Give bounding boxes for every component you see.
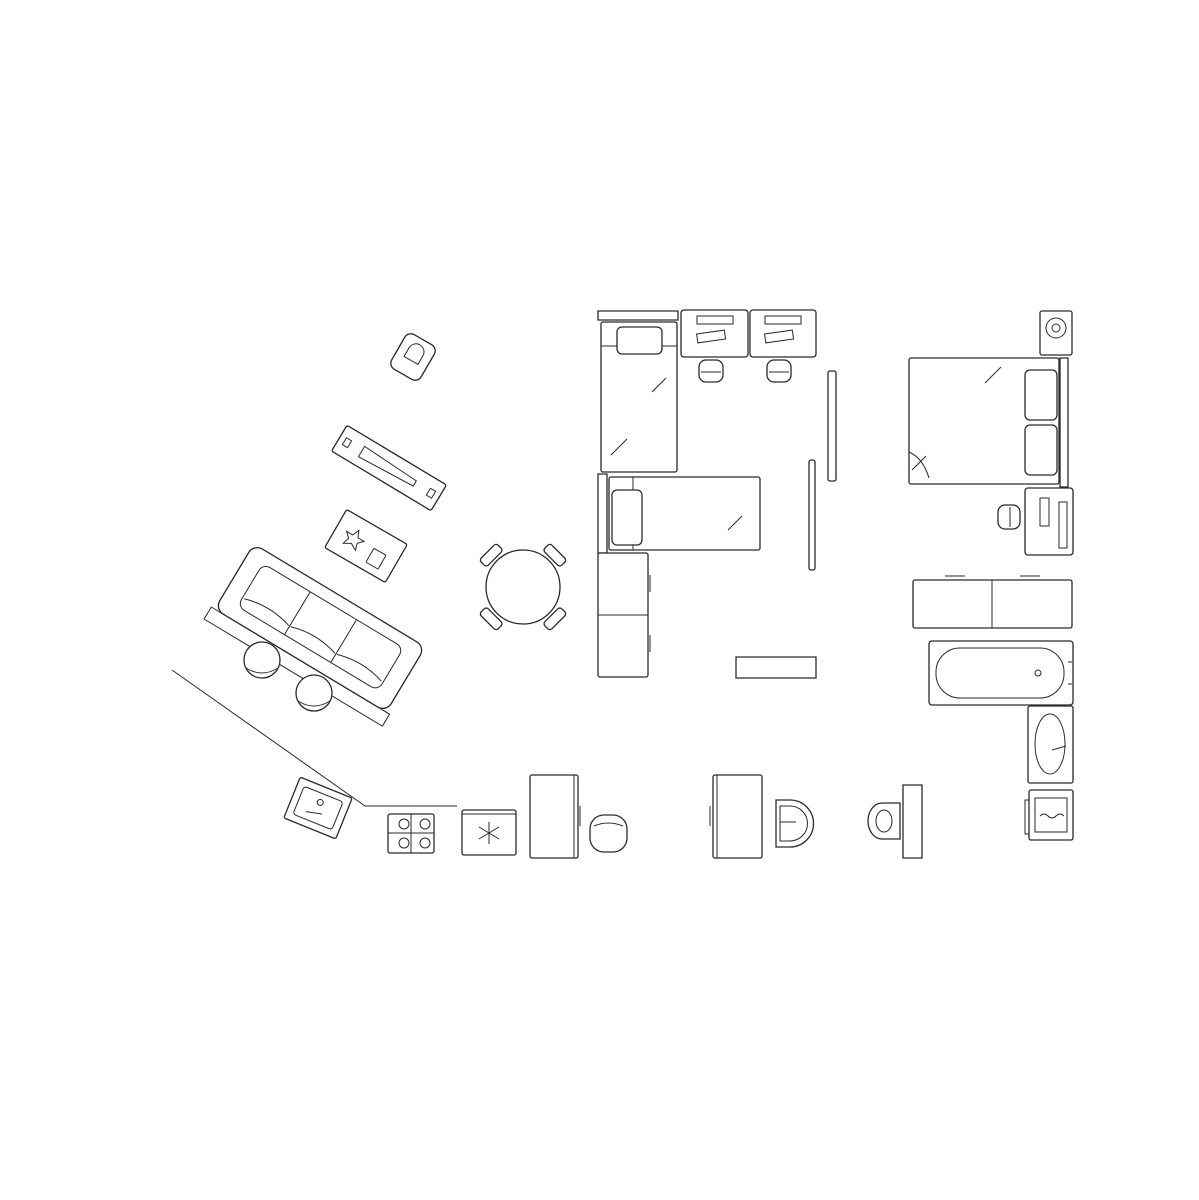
mirror-panel xyxy=(828,371,836,481)
washing-machine-icon xyxy=(1025,790,1073,840)
toilet-icon xyxy=(868,785,922,858)
kitchen-sink-icon xyxy=(284,777,352,839)
mirror-panel xyxy=(809,460,815,570)
dining-table-icon xyxy=(479,543,567,631)
bed-icon xyxy=(598,474,760,553)
trash-bin-icon xyxy=(590,815,627,852)
desk-icon xyxy=(681,310,748,357)
bar-stool-icon xyxy=(244,642,280,678)
coffee-table-icon xyxy=(325,509,408,582)
lamp-icon xyxy=(1046,318,1066,338)
bench-icon xyxy=(736,657,816,678)
washbasin-icon xyxy=(776,800,813,847)
wall-line xyxy=(172,670,457,806)
armchair-icon xyxy=(388,331,437,383)
tv-stand-icon xyxy=(332,425,447,510)
washbasin-icon xyxy=(1028,706,1073,783)
cabinet-icon xyxy=(530,775,580,858)
bed-icon xyxy=(598,311,678,472)
stove-icon xyxy=(388,814,434,853)
bed-icon xyxy=(909,358,1068,487)
desk-icon xyxy=(750,310,816,357)
sofa-icon xyxy=(204,542,429,726)
wardrobe-icon xyxy=(598,553,650,677)
freezer-icon xyxy=(462,810,516,855)
nightstand-icon xyxy=(1040,311,1072,355)
desk-icon xyxy=(1025,488,1073,555)
cabinet-icon xyxy=(710,775,762,858)
office-chair-icon xyxy=(699,360,723,382)
bathtub-icon xyxy=(929,641,1073,705)
office-chair-icon xyxy=(998,505,1020,529)
bar-stool-icon xyxy=(296,675,332,711)
cabinet-icon xyxy=(913,576,1072,628)
office-chair-icon xyxy=(767,360,791,382)
